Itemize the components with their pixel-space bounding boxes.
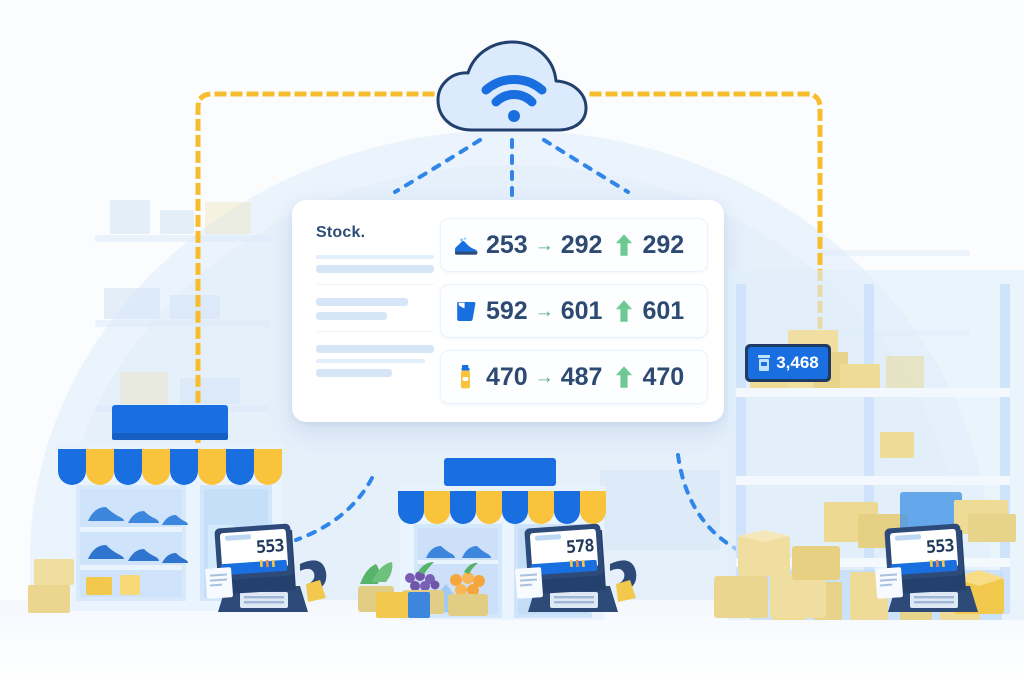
trend-up-icon — [615, 299, 633, 323]
skeleton-group-1 — [316, 255, 434, 273]
bottle-icon — [453, 364, 479, 390]
stock-value-to: 601 — [560, 296, 603, 325]
stock-row[interactable]: 470 → 487 470 — [440, 350, 708, 404]
bag-icon — [453, 298, 479, 324]
bg-box — [205, 202, 251, 234]
bg-shelf — [820, 250, 970, 256]
bg-shelf — [95, 235, 270, 242]
pos-terminal-right[interactable]: 553 — [874, 512, 1006, 620]
skeleton-line — [316, 359, 425, 363]
stock-row[interactable]: 592 → 601 601 — [440, 284, 708, 338]
skeleton-line — [316, 345, 434, 353]
stock-value-current: 470 — [642, 362, 685, 391]
bg-box — [120, 372, 168, 404]
bg-box — [170, 295, 220, 319]
trend-up-icon — [615, 365, 633, 389]
skeleton-group-3 — [316, 345, 434, 377]
stock-value-from: 253 — [486, 230, 528, 259]
awning-stripes — [58, 443, 284, 485]
pos-terminal-center[interactable]: 578 — [514, 512, 646, 620]
bg-box — [160, 210, 194, 234]
pos-terminal-left[interactable]: 553 — [204, 512, 336, 620]
package-icon — [758, 355, 771, 371]
box-stack-left — [28, 559, 74, 613]
warehouse-stock-value: 3,468 — [776, 353, 819, 372]
stock-value-current: 601 — [642, 296, 685, 325]
pos-value-center: 578 — [565, 536, 595, 558]
sneaker-icon — [453, 232, 479, 258]
skeleton-line — [316, 265, 434, 273]
stock-value-to: 487 — [560, 362, 603, 391]
bg-box — [110, 200, 150, 234]
card-divider — [316, 331, 434, 332]
bg-box — [104, 288, 160, 319]
bg-shelf — [95, 320, 270, 327]
box-stack-warehouse — [714, 530, 840, 618]
stock-value-from: 592 — [486, 296, 528, 325]
stock-dashboard-card: Stock. — [292, 200, 724, 422]
pos-value-right: 553 — [925, 536, 955, 558]
arrow-right-icon: → — [534, 234, 554, 256]
skeleton-line — [316, 298, 409, 306]
trend-up-icon — [615, 233, 633, 257]
cloud-wifi-icon — [436, 40, 588, 132]
skeleton-line — [316, 312, 387, 320]
stock-rows: 253 → 292 292 — [434, 218, 708, 404]
card-divider — [316, 284, 434, 285]
arrow-right-icon: → — [534, 366, 554, 388]
stock-section-label: Stock. — [316, 224, 366, 241]
skeleton-line — [316, 369, 392, 377]
warehouse-stock-display[interactable]: 3,468 — [745, 344, 831, 382]
stock-value-to: 292 — [560, 230, 603, 259]
awning-stripes — [398, 486, 606, 524]
arrow-right-icon: → — [534, 300, 554, 322]
stock-row[interactable]: 253 → 292 292 — [440, 218, 708, 272]
skeleton-line — [316, 255, 434, 259]
box-small-mid — [376, 592, 430, 618]
stock-value-from: 470 — [486, 362, 528, 391]
card-left-column: Stock. — [308, 218, 434, 404]
pos-value-left: 553 — [255, 536, 285, 558]
skeleton-group-2 — [316, 298, 434, 320]
stock-value-current: 292 — [642, 230, 685, 259]
